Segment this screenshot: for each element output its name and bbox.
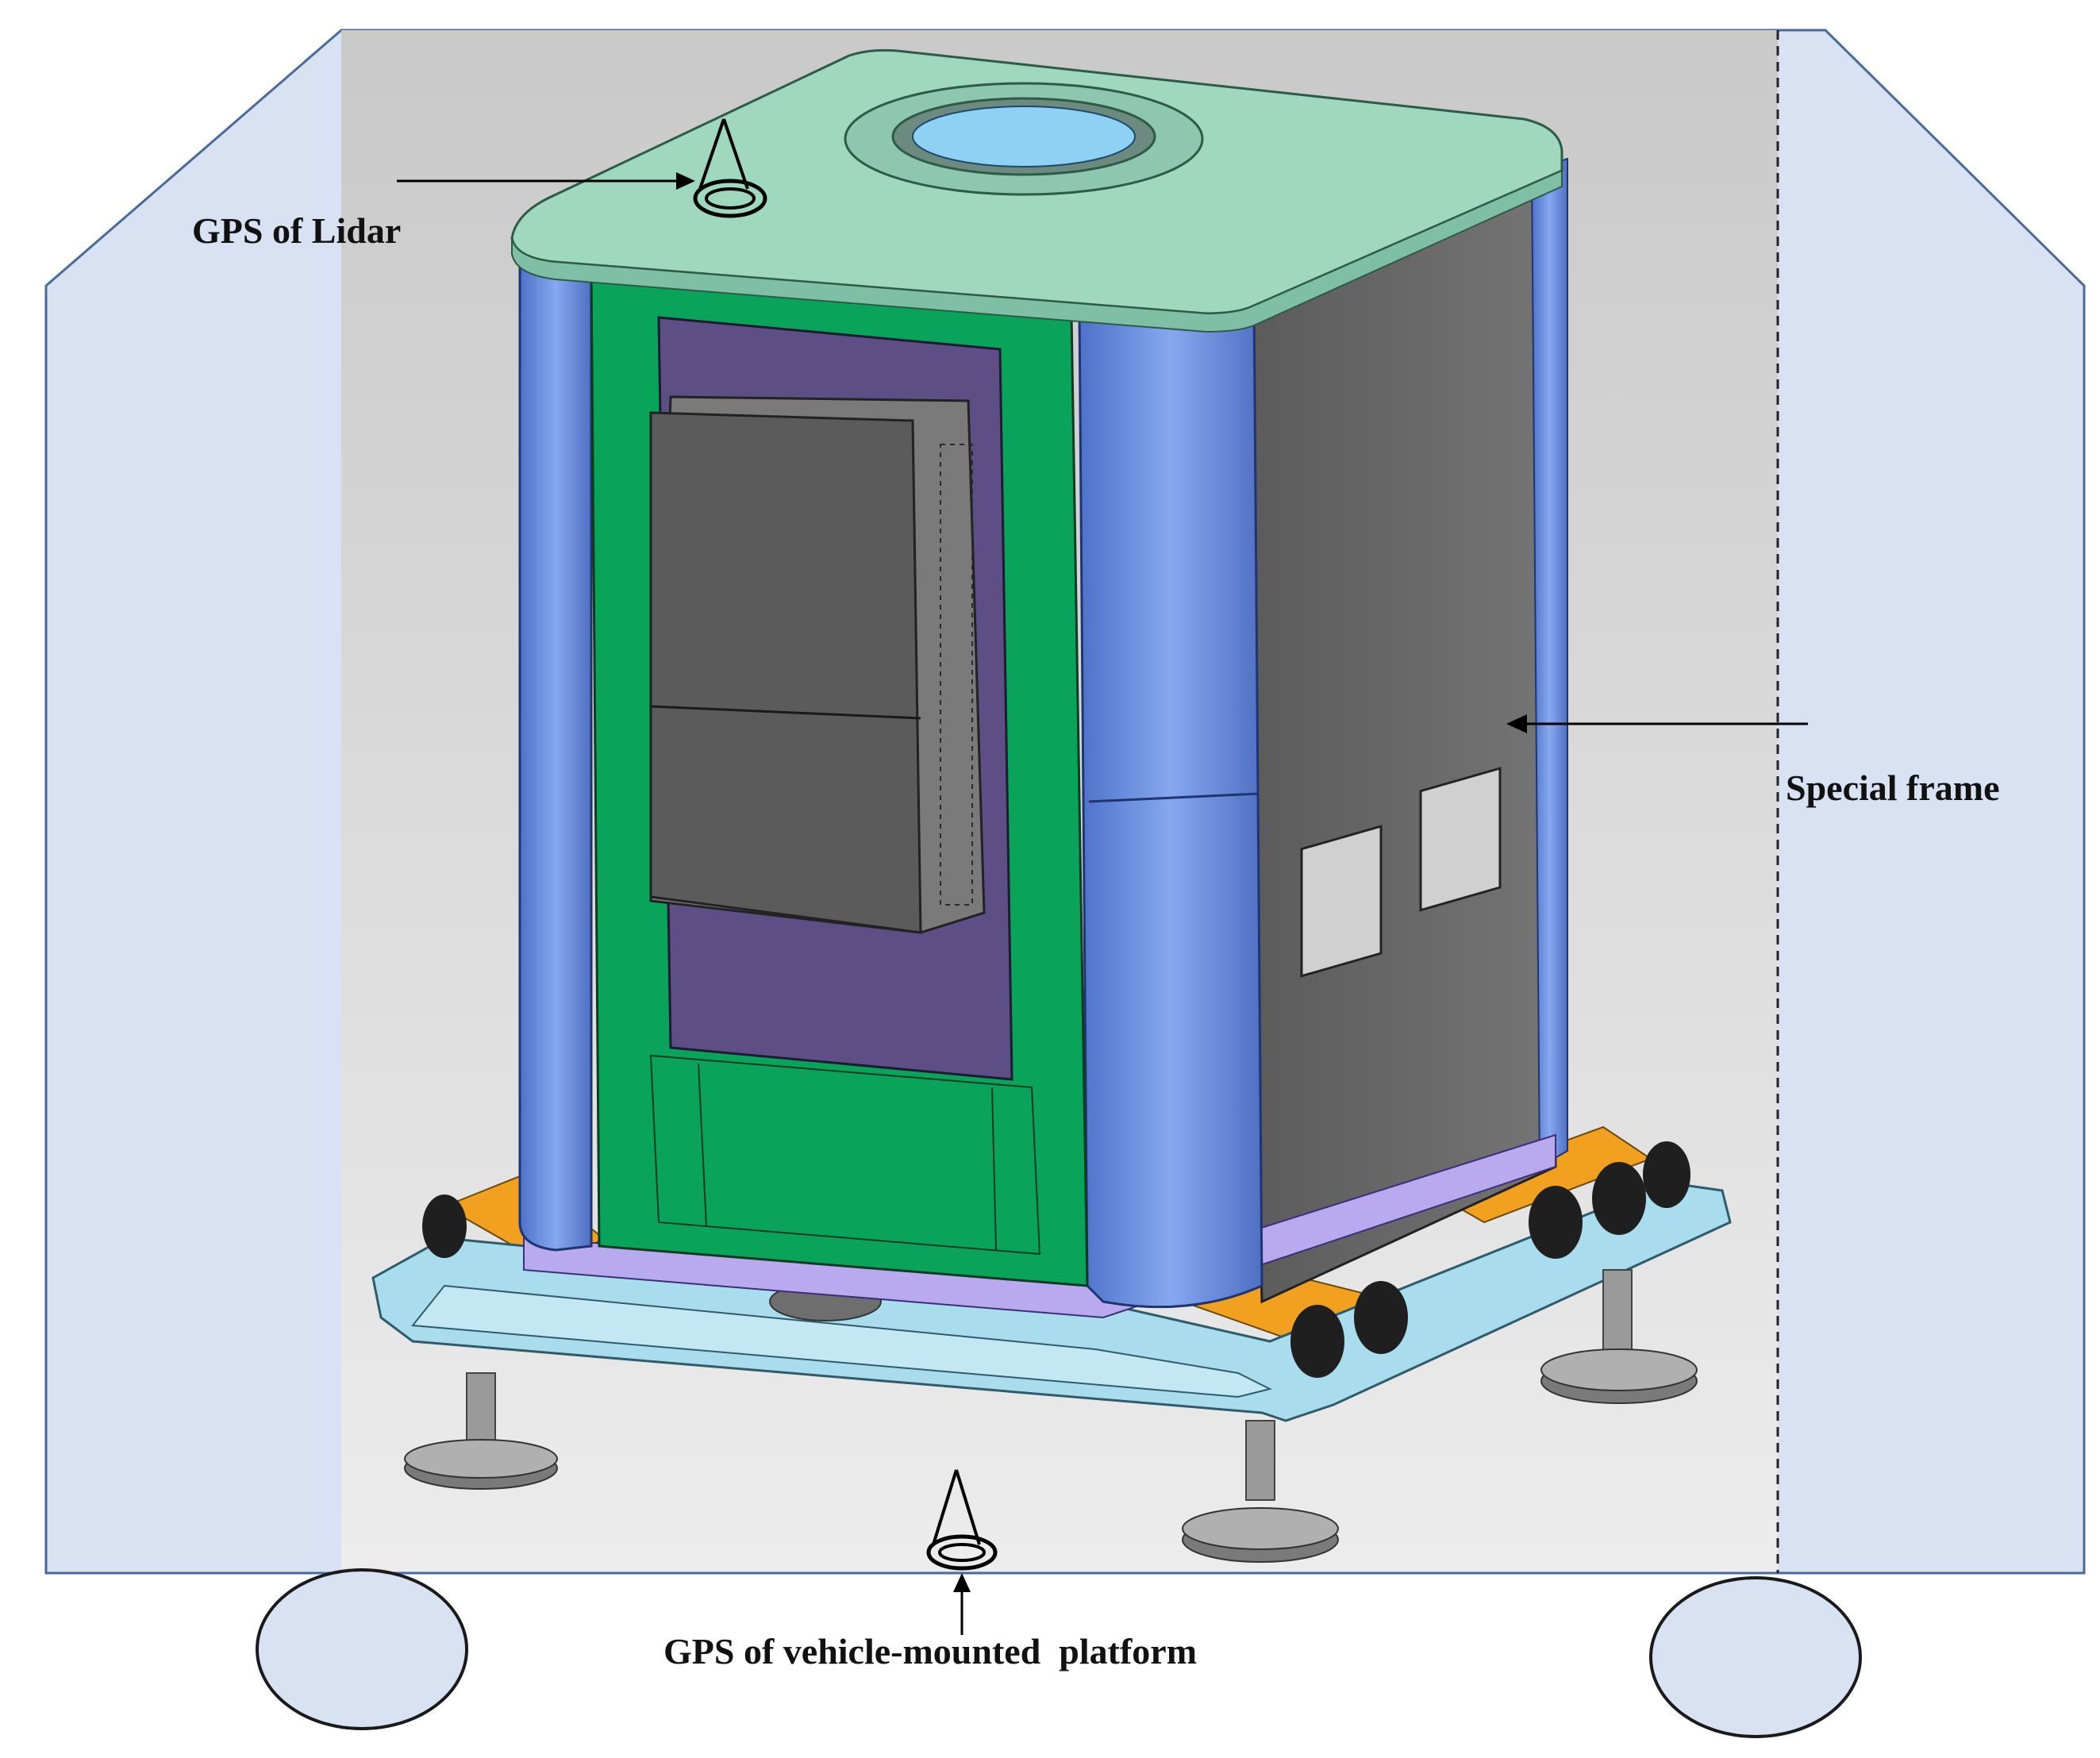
gps-vehicle-label: GPS of vehicle-mounted platform <box>663 1631 1197 1671</box>
gps-vehicle-antenna-icon <box>926 1469 998 1571</box>
leveling-feet <box>404 1269 1698 1563</box>
left-wheel <box>256 1568 468 1730</box>
gps-lidar-antenna-icon <box>693 118 767 218</box>
special-frame-arrow <box>1506 714 1808 733</box>
lidar-enclosure <box>510 48 1568 1319</box>
gps-lidar-arrow <box>397 172 695 190</box>
special-frame-label: Special frame <box>1786 767 2000 808</box>
gps-lidar-label: GPS of Lidar <box>192 210 401 251</box>
gps-vehicle-arrow <box>953 1573 971 1635</box>
right-wheel <box>1649 1576 1862 1738</box>
